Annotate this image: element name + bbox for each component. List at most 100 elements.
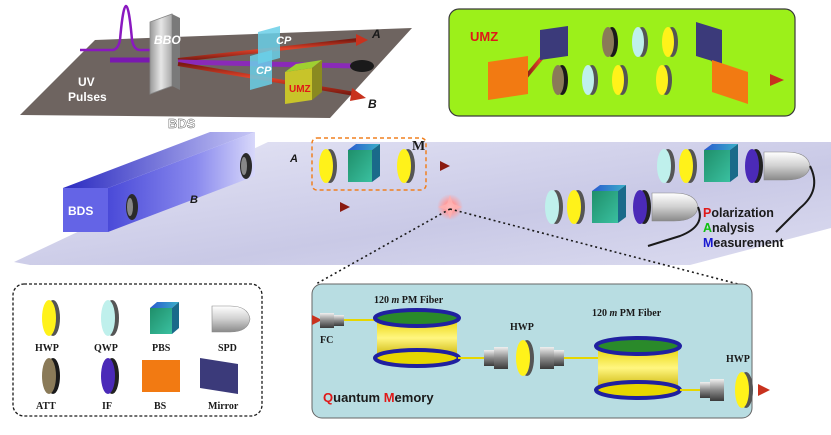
legend-border [12, 283, 263, 417]
analysis-a-hwp [679, 149, 693, 183]
fc-coupler-2 [334, 315, 344, 326]
analysis-b-pbs-front [592, 191, 618, 223]
polarization-analysis-label: Polarization Analysis Measurement [703, 206, 784, 250]
umz-lower-hwp [612, 65, 624, 95]
prep-pbs-side [372, 144, 380, 182]
svg-text:Measurement: Measurement [703, 236, 784, 250]
analysis-b-pbs-top [592, 185, 626, 191]
cp-lower-label: CP [256, 65, 272, 77]
umz-cube-top [285, 60, 322, 72]
fc-label: FC [320, 335, 333, 346]
legend-hwp-icon [42, 300, 56, 336]
legend-qwp-label: QWP [94, 343, 118, 354]
path-a-label: A [289, 153, 298, 165]
main-setup: BDS A B M [14, 132, 831, 285]
umz-upper-att [602, 27, 614, 57]
uv-pulse-waveform [80, 4, 172, 52]
output-hwp [735, 372, 749, 408]
hwp-end-label: HWP [726, 354, 750, 365]
memory-label: M [412, 139, 425, 154]
analysis-a-pbs-side [730, 144, 738, 182]
legend-panel: HWP QWP PBS SPD ATT IF BS Mirror [12, 283, 263, 417]
analysis-a-fiber [775, 165, 816, 233]
umz-panel: UMZ [448, 8, 796, 117]
bbo-crystal [149, 13, 173, 95]
analysis-a-pbs-front [704, 150, 730, 182]
mid-collimator-1 [484, 350, 494, 366]
memory-site-star [438, 195, 462, 219]
mid-collimator-2 [554, 350, 564, 366]
prep-pbs-front [348, 150, 372, 182]
analysis-b-pbs-side [618, 185, 626, 223]
beam-b-arrow [350, 88, 366, 101]
bbo-crystal-side [172, 14, 180, 90]
prep-hwp1 [319, 149, 333, 183]
umz-lower-qwp [582, 65, 594, 95]
aperture-b-inner [127, 198, 133, 216]
umz-upper-hwp [662, 27, 674, 57]
umz-output-arrow [770, 74, 784, 86]
umz-cube-front [285, 68, 312, 104]
quantum-memory-panel: FC 120 m PM Fiber HWP 120 m PM Fiber HWP [305, 283, 770, 419]
legend-mirror-icon [200, 358, 238, 394]
path-a-arrow [440, 161, 450, 171]
legend-bs-label: BS [154, 401, 167, 412]
aperture-a-inner [241, 157, 247, 175]
fiber-coil-2-bottom [594, 380, 682, 400]
legend-qwp-icon [101, 300, 115, 336]
prep-hwp2 [397, 149, 411, 183]
prep-pbs-top [348, 144, 380, 150]
analysis-b-spd [651, 192, 699, 222]
analysis-a-if [745, 149, 759, 183]
bds-block-top [63, 132, 255, 188]
fiber-coil-1-top [373, 308, 461, 328]
pulses-label: Pulses [68, 90, 107, 104]
fiber-coil-2-top [594, 336, 682, 356]
input-beam-arrow [312, 315, 322, 325]
mid-collimator-1b [494, 347, 508, 369]
umz-bs-right [712, 60, 748, 104]
umz-cube-label: UMZ [289, 84, 311, 95]
umz-lower-hwp2 [656, 65, 668, 95]
mid-collimator-2b [540, 347, 554, 369]
zoom-line-left [315, 208, 451, 285]
output-beam-arrow [758, 384, 770, 396]
analysis-a-pbs-top [704, 144, 738, 150]
umz-bs-left [488, 56, 528, 100]
analysis-b-hwp [567, 190, 581, 224]
umz-mirror-left [540, 26, 568, 60]
legend-if-label: IF [102, 401, 112, 412]
hwp-mid-label: HWP [510, 322, 534, 333]
out-collimator-2 [710, 379, 724, 401]
svg-text:Analysis: Analysis [703, 221, 754, 235]
cp-plate-lower [250, 50, 272, 90]
legend-pbs-icon [150, 308, 172, 334]
analysis-a-spd [763, 151, 811, 181]
state-preparation-box [311, 137, 427, 191]
output-a-label: A [371, 27, 381, 41]
path-b-arrow [340, 202, 350, 212]
legend-pbs-side [172, 302, 179, 334]
legend-spd-label: SPD [218, 343, 237, 354]
analysis-b-qwp [545, 190, 559, 224]
umz-upper-qwp [632, 27, 644, 57]
legend-mirror-label: Mirror [208, 401, 239, 412]
fc-coupler-1 [320, 313, 334, 328]
beam-a-arrow [356, 34, 368, 46]
uv-label: UV [78, 75, 95, 89]
bds-setup: UV Pulses BBO CP CP UMZ A B BDS [20, 4, 412, 131]
legend-if-icon [101, 358, 115, 394]
umz-cube-side [312, 60, 322, 100]
fiber-coil-1-bottom [373, 348, 461, 368]
analysis-b-fiber [647, 206, 701, 247]
analysis-a-qwp [657, 149, 671, 183]
svg-text:Polarization: Polarization [703, 206, 774, 220]
out-collimator-1 [700, 382, 710, 398]
memory-hwp [516, 340, 530, 376]
umz-panel-title: UMZ [470, 29, 498, 44]
bds-block-front [63, 188, 108, 232]
legend-hwp-label: HWP [35, 343, 59, 354]
legend-spd-icon [211, 305, 251, 333]
fiber2-label: 120 m PM Fiber [592, 308, 662, 319]
